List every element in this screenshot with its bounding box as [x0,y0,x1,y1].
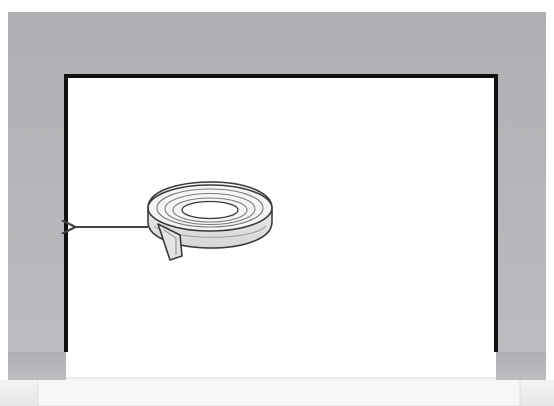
frame-lower-right [496,352,546,380]
door-opening [66,75,496,406]
frame-lower-left [8,352,66,380]
weatherstrip-tape-roll-icon [147,181,273,261]
frame-edge-line [64,74,498,352]
threshold-step [37,377,521,406]
